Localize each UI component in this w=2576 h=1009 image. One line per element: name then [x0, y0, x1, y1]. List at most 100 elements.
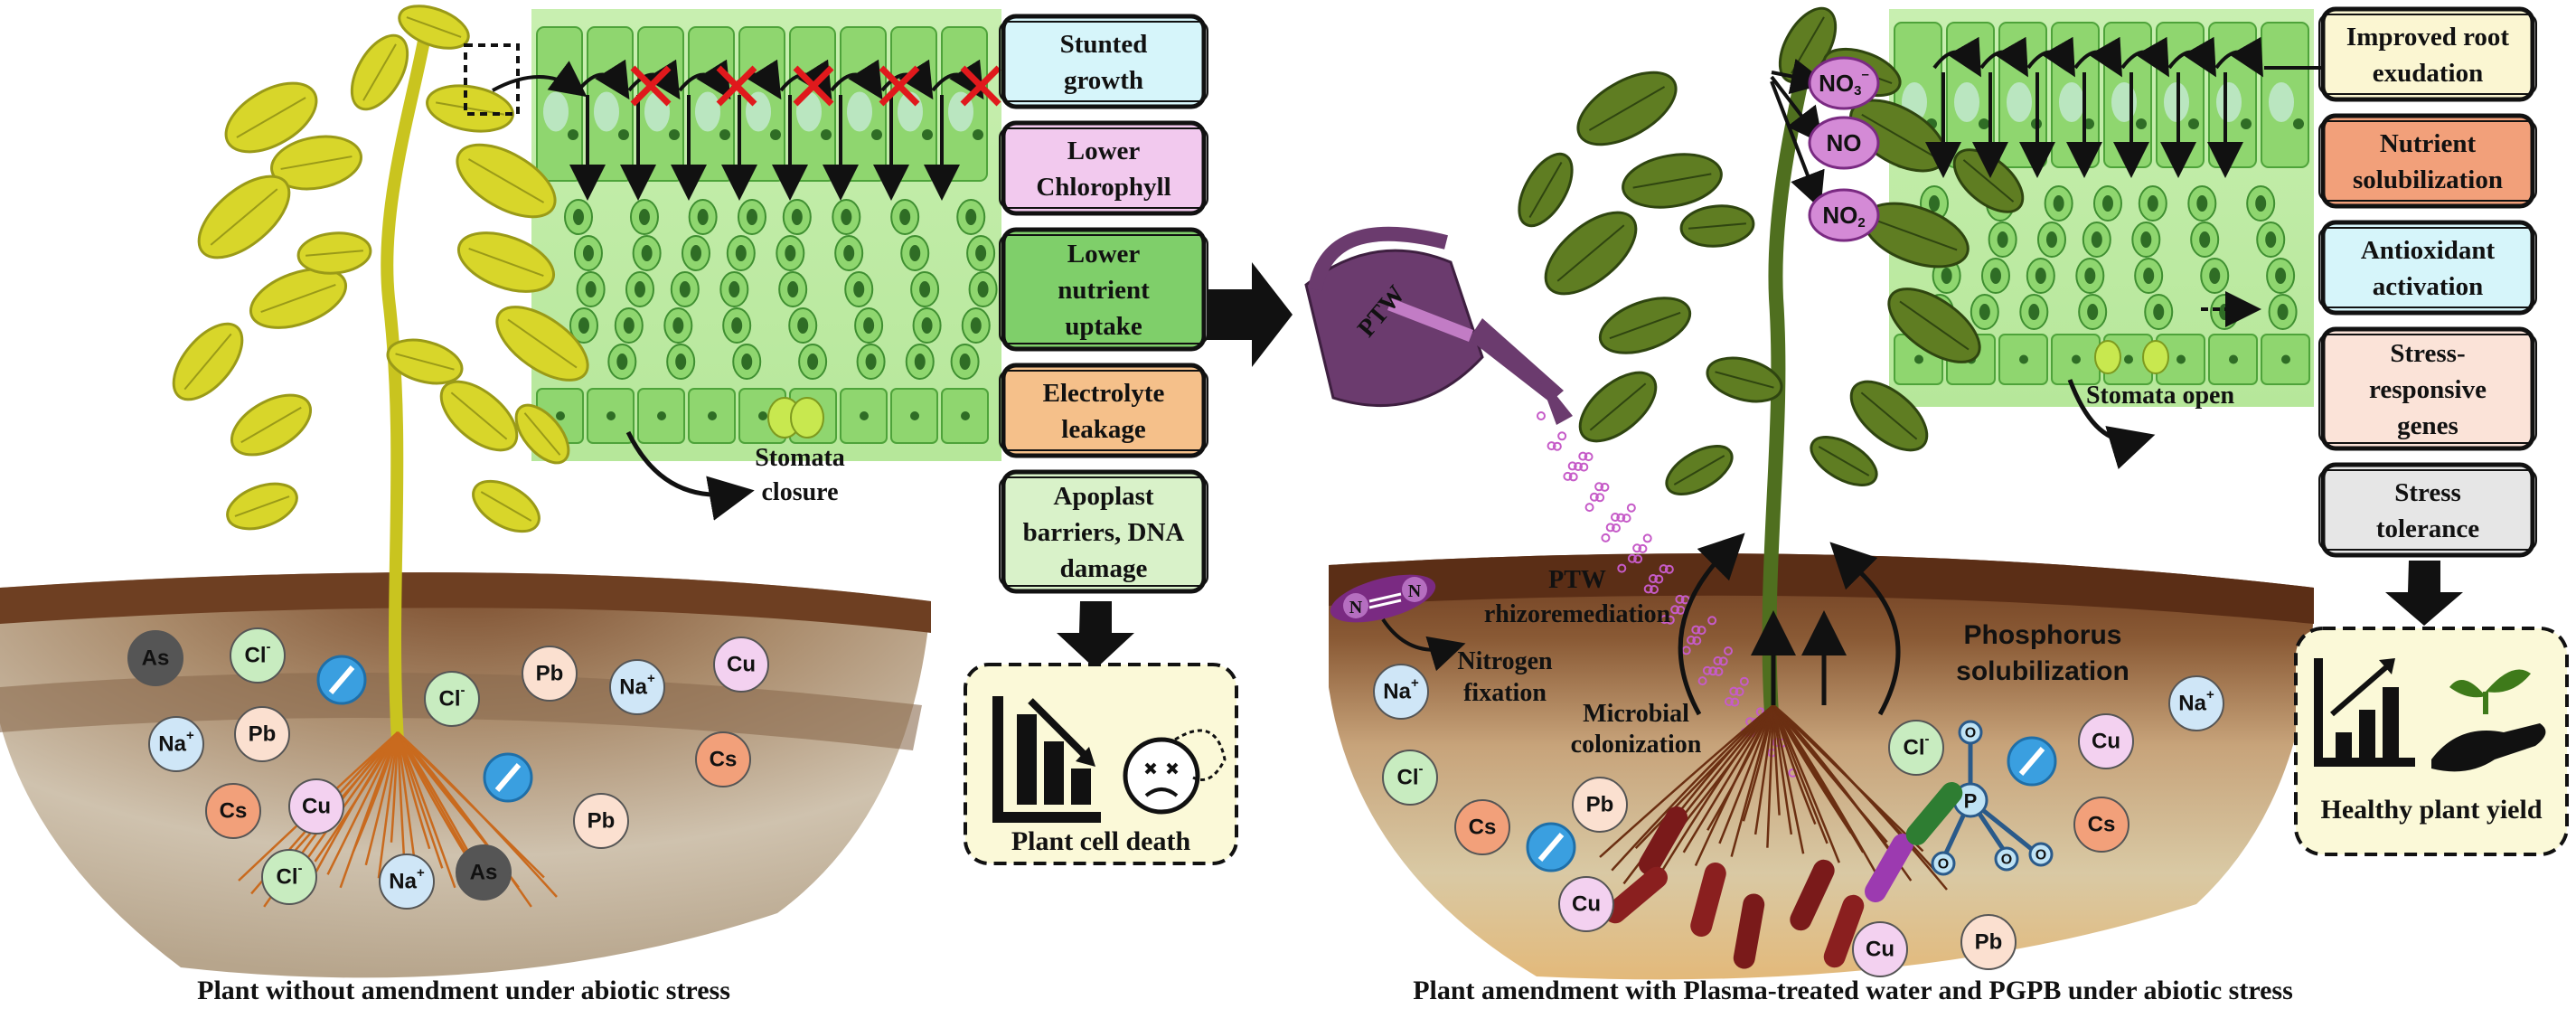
oxygen-atom-label-top: O [1965, 726, 1976, 741]
root-strand [396, 731, 456, 889]
ion-label: Pb [588, 809, 616, 834]
n2-atom-left: N [1349, 598, 1363, 618]
ptw-droplet [1713, 655, 1723, 665]
leaf-vein [1688, 222, 1746, 230]
cell-nucleus [863, 317, 875, 334]
hand-with-sprout-icon [2431, 669, 2546, 772]
ion-circle [1373, 664, 1429, 720]
effect-box-text: Stress- [2390, 339, 2465, 368]
leaf-vein [1899, 300, 1970, 351]
ion-circle [456, 844, 512, 901]
transport-arc-arrow [2073, 36, 2122, 78]
ion-circle [205, 783, 261, 839]
cell-nucleus [821, 129, 832, 140]
ptw-droplet [1600, 482, 1610, 492]
cell-nucleus [860, 411, 869, 420]
cell-nucleus [585, 281, 597, 297]
transport-arc-arrow [931, 59, 984, 100]
cell-nucleus [2140, 231, 2152, 248]
cell-nucleus [899, 209, 911, 225]
leaf-vein [1962, 159, 2015, 203]
cell-nucleus [735, 245, 747, 261]
right-caption: Plant amendment with Plasma-treated wate… [1413, 976, 2293, 1005]
cell-nucleus [2091, 231, 2102, 248]
ptw-droplet [1670, 605, 1680, 615]
ion-label: Pb [1975, 930, 2003, 955]
vacuole [796, 91, 822, 132]
leaf-vein [450, 391, 508, 440]
root-strand [364, 731, 400, 866]
ptw-droplet [1595, 493, 1605, 503]
cell-nucleus [719, 129, 730, 140]
cell-nucleus [2255, 195, 2267, 212]
ptw-droplet [1557, 431, 1567, 441]
bacterium [1604, 866, 1668, 924]
leaf-vein [1528, 162, 1563, 218]
effect-box-inner-border [2318, 469, 2537, 551]
ptw-droplet [1601, 533, 1611, 542]
cell-nucleus [2084, 268, 2096, 284]
ptw-droplet [1649, 574, 1658, 583]
ion-circle [127, 630, 183, 686]
vacuole [2059, 82, 2084, 122]
left-leaf-section [531, 9, 1001, 461]
cell-nucleus [746, 209, 757, 225]
healthy-plant-yield-label: Healthy plant yield [2320, 795, 2542, 825]
ptw-droplet [1563, 471, 1573, 481]
n2-atom-right: N [1408, 581, 1422, 601]
leaf-vein [1818, 446, 1870, 476]
ptw-droplet [1676, 605, 1686, 615]
leaf-vein [210, 188, 278, 246]
effect-box-text: barriers, DNA [1023, 518, 1185, 547]
cell-nucleus [2087, 304, 2099, 320]
cell-nucleus [791, 209, 803, 225]
ptw-droplet [1626, 503, 1636, 513]
cell-nucleus [921, 317, 933, 334]
ptw-droplet [1574, 462, 1583, 471]
ptw-droplet [1735, 687, 1744, 697]
ion-circle [230, 627, 286, 684]
effect-box [2320, 462, 2535, 558]
left-caption: Plant without amendment under abiotic st… [197, 976, 730, 1005]
effect-box-inner-border [2318, 227, 2537, 308]
transport-arc-arrow [830, 59, 883, 100]
right-soil [1329, 553, 2314, 980]
ptw-droplet [1702, 665, 1712, 675]
leaf-vein [1875, 219, 1958, 251]
cell-nucleus [965, 209, 977, 225]
cell-nucleus [2241, 118, 2252, 129]
droplet-slash [2018, 747, 2045, 776]
ptw-droplet [1594, 482, 1604, 492]
cell-nucleus [2176, 354, 2186, 364]
ptw-droplet [1638, 543, 1648, 553]
bacterium [1905, 782, 1963, 845]
root-strand [397, 731, 558, 898]
vacuole [847, 91, 872, 132]
effect-box [2320, 6, 2535, 102]
cell-nucleus [973, 129, 983, 140]
ion-label: As [470, 861, 498, 885]
left-panel: Stomata closure StuntedgrowthLowerChloro… [0, 5, 1238, 1005]
ptw-droplet [1708, 666, 1718, 676]
effect-box-inner-border [999, 476, 1208, 587]
ptw-droplet [1650, 585, 1659, 594]
left-lower-epidermis [536, 388, 989, 444]
cell-nucleus [959, 354, 971, 370]
leaf-vein [467, 158, 545, 203]
microbial-colonization-label-2: colonization [1571, 731, 1702, 759]
leaf-vein [1609, 311, 1681, 340]
ion-circle [1888, 720, 1944, 776]
cell-nucleus [556, 411, 565, 420]
effect-box-text: Stunted [1060, 30, 1148, 59]
bacterium [1690, 863, 1726, 937]
ion-label: Cs [1469, 816, 1497, 840]
stress-crosses [630, 65, 1001, 107]
gas-molecule-label: NO3– [1819, 67, 1869, 99]
cell-nucleus [669, 129, 680, 140]
ptw-droplet [1724, 646, 1733, 655]
vacuole [1954, 82, 1979, 122]
stomata-closure-label-1: Stomata [755, 444, 845, 472]
leaf-vein [507, 318, 578, 369]
